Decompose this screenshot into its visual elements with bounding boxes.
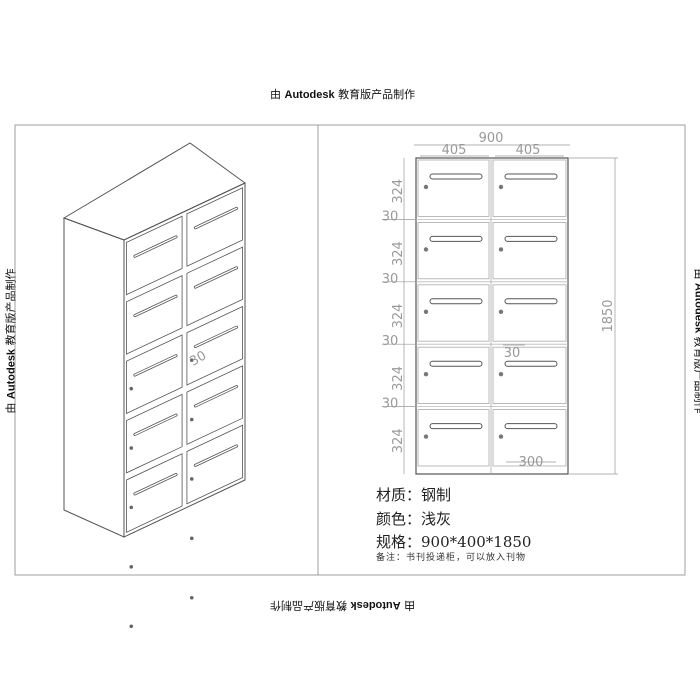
iso-mail-slot-inner [134, 354, 177, 376]
door [492, 346, 567, 405]
iso-lock-icon [129, 505, 134, 510]
dim-gap: 30 [382, 334, 399, 349]
iso-lock-icon [189, 477, 194, 481]
iso-lock-icon [129, 565, 134, 569]
dim-gap: 30 [382, 272, 399, 287]
iso-door [186, 365, 243, 446]
iso-door [126, 215, 183, 296]
iso-mail-slot-inner [194, 207, 238, 229]
cabinet-outline [415, 157, 569, 475]
isometric-view [62, 142, 246, 629]
mail-slot [429, 423, 483, 430]
drawing-frame [14, 124, 686, 576]
lock-icon [423, 184, 429, 190]
door [492, 284, 567, 342]
iso-lock-icon [129, 386, 134, 391]
spec-color: 颜色：浅灰 [376, 510, 452, 528]
dim-door-height: 324 [391, 428, 406, 453]
cabinet-side [63, 217, 125, 538]
mail-slot [504, 423, 558, 430]
iso-door [126, 334, 183, 415]
dimension-lines: 900 405 405 1850 324 30 324 30 324 30 324 30 324 300 3… [187, 131, 618, 475]
iso-door [186, 305, 243, 386]
dim-door-width-right: 405 [516, 143, 541, 158]
iso-door [186, 246, 243, 327]
iso-dim-slot-depth: 30 [187, 348, 209, 369]
iso-lock-icon [189, 536, 194, 541]
spec-size: 规格：900*400*1850 [376, 533, 532, 551]
dim-door-height: 324 [391, 179, 406, 204]
iso-door [186, 187, 243, 267]
door [417, 159, 490, 217]
mail-slot [429, 173, 483, 180]
lock-icon [498, 372, 504, 377]
mail-slot [504, 298, 558, 305]
iso-lock-icon [189, 595, 194, 600]
lock-icon [423, 434, 429, 439]
dim-door-height: 324 [391, 304, 406, 329]
dim-door-height: 324 [391, 366, 406, 391]
door [492, 409, 567, 467]
mail-slot [504, 235, 558, 242]
iso-lock-icon [129, 624, 134, 629]
iso-mail-slot-inner [134, 473, 177, 495]
iso-mail-slot-inner [134, 414, 177, 436]
dim-slot-depth: 30 [504, 346, 521, 361]
door [492, 221, 567, 280]
lock-icon [498, 309, 504, 314]
iso-mail-slot-inner [194, 445, 238, 467]
iso-door [126, 274, 183, 355]
iso-mail-slot-inner [134, 236, 177, 257]
front-elevation [415, 157, 569, 475]
iso-mail-slot-inner [134, 295, 177, 317]
mail-slot [429, 298, 483, 305]
door [417, 409, 490, 467]
mail-slot [504, 173, 558, 180]
iso-door [126, 393, 183, 474]
iso-lock-icon [129, 446, 134, 450]
iso-mail-slot-inner [194, 385, 238, 407]
dim-door-width-left: 405 [442, 143, 467, 158]
lock-icon [498, 434, 504, 439]
iso-mail-slot-inner [194, 267, 238, 288]
lock-icon [498, 247, 504, 252]
lock-icon [498, 184, 504, 190]
door [417, 284, 490, 342]
watermark-top: 由 Autodesk 教育版产品制作 [270, 88, 416, 101]
spec-material: 材质：钢制 [376, 486, 452, 504]
lock-icon [423, 247, 429, 252]
iso-mail-slot-inner [194, 326, 238, 348]
dim-gap: 30 [382, 397, 399, 412]
dim-overall-height: 1850 [601, 299, 616, 332]
iso-lock-icon [189, 358, 194, 362]
iso-lock-icon [189, 417, 194, 422]
cabinet-front [123, 182, 246, 538]
mail-slot [429, 235, 483, 242]
lock-icon [423, 372, 429, 377]
note: 备注：书刊投递柜，可以放入刊物 [376, 553, 527, 563]
iso-door [126, 453, 183, 533]
mail-slot [504, 360, 558, 367]
mail-slot [429, 360, 483, 367]
dim-door-height: 324 [391, 241, 406, 266]
dim-gap: 30 [382, 209, 399, 224]
door [492, 159, 567, 217]
dim-slot-width: 300 [519, 455, 544, 470]
iso-door [186, 424, 243, 505]
lock-icon [423, 309, 429, 314]
dim-overall-width: 900 [479, 131, 504, 146]
door [417, 221, 490, 280]
door [417, 346, 490, 405]
